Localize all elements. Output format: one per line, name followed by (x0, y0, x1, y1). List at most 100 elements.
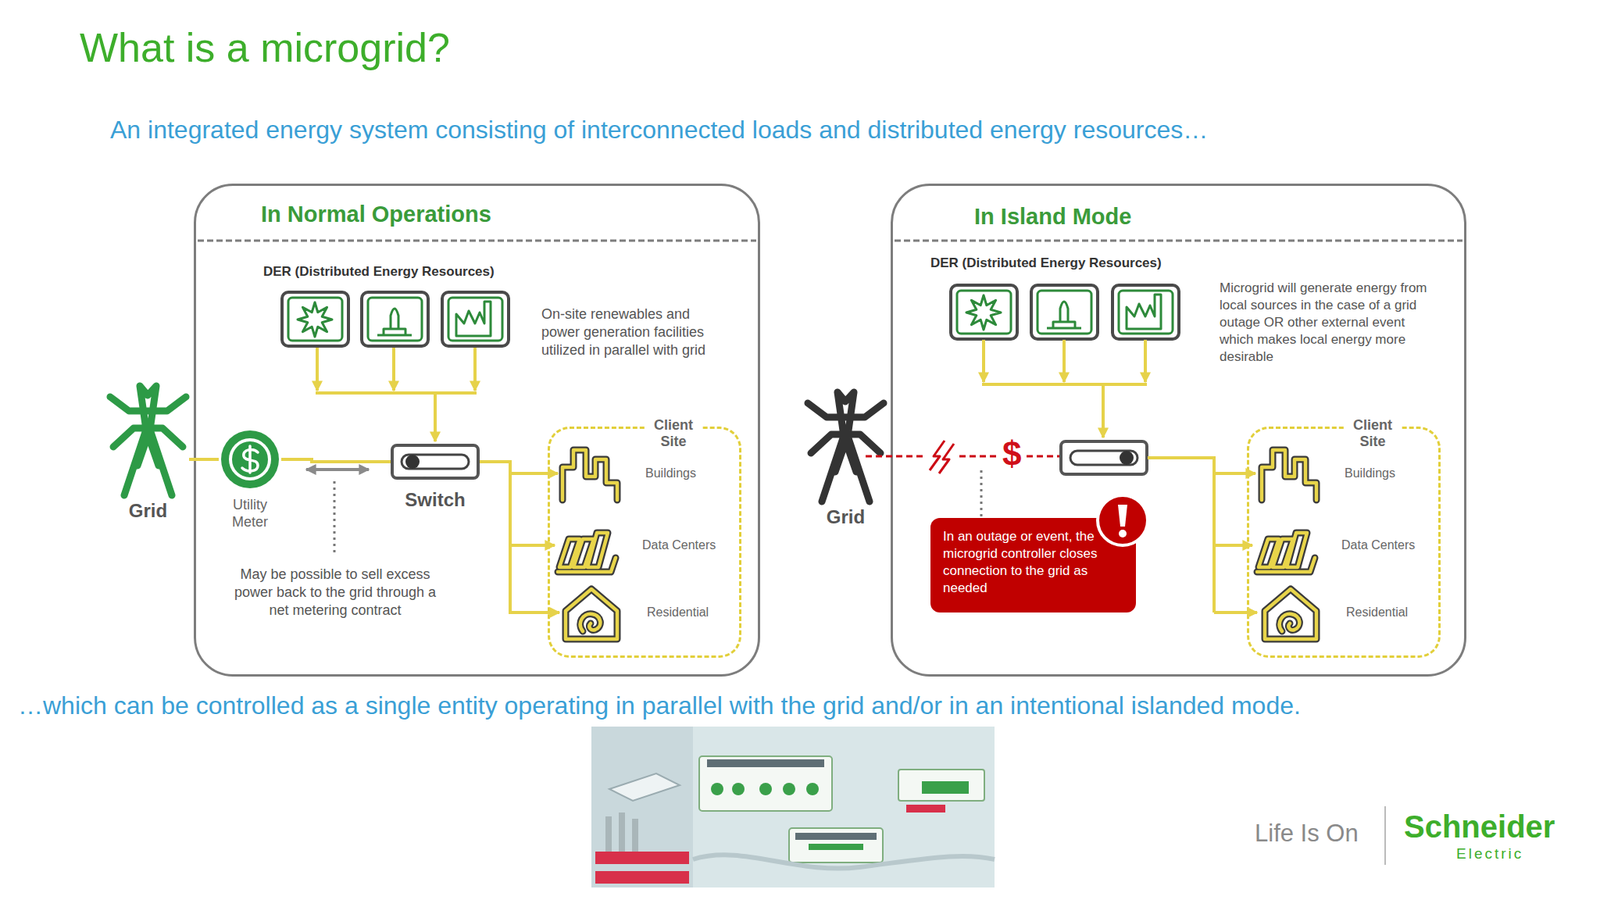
wire (1214, 471, 1256, 475)
meter-node: Utility Meter (218, 428, 282, 527)
illustration-tag (906, 804, 946, 813)
brand-name: Schneider (1403, 809, 1555, 845)
side-note: Microgrid will generate energy from loca… (1219, 279, 1429, 366)
der-frame (361, 292, 429, 347)
illustration-bar (795, 832, 877, 840)
client-site-heading: Client Site (645, 417, 702, 450)
client-site-heading: Client Site (1344, 417, 1401, 450)
header-rule (197, 239, 757, 243)
load-icon (1257, 443, 1322, 504)
microgrid-illustration (591, 726, 995, 888)
badge-circle (1097, 495, 1148, 546)
power-connector (281, 459, 391, 462)
icon-stroke (565, 589, 618, 640)
plant-symbol (1126, 294, 1161, 329)
icon-stroke (1257, 532, 1315, 572)
leader-line (980, 470, 983, 518)
illustration-ship (609, 773, 680, 801)
illustration-dot (710, 782, 724, 796)
grid-node: Grid (107, 379, 190, 529)
illustration-dot (782, 782, 796, 796)
side-note: On-site renewables and power generation … (541, 305, 723, 360)
wire (1214, 543, 1253, 547)
load-icon (1258, 582, 1323, 643)
load-icon (557, 443, 622, 504)
brand-name: Electric (1456, 845, 1524, 863)
power-connector (479, 461, 555, 546)
illustration-dot (759, 782, 772, 796)
illustration-bar (808, 843, 864, 850)
meter-ring (230, 439, 270, 479)
switch-knob (405, 454, 420, 469)
der-frame (282, 292, 349, 347)
generator-symbol (1046, 301, 1082, 329)
outage-line (865, 440, 1060, 518)
panel-heading: In Island Mode (974, 203, 1132, 230)
slide-title: What is a microgrid? (79, 24, 450, 72)
wire (315, 347, 319, 391)
der-icons (282, 285, 1179, 347)
wire (1143, 339, 1147, 383)
load-label: Data Centers (642, 517, 716, 574)
client-site-box: Client SiteBuildingsData CentersResident… (1246, 426, 1441, 658)
wire (473, 347, 477, 391)
icon-stroke (807, 392, 884, 502)
load-label: Data Centers (1341, 517, 1415, 574)
illustration-panel (789, 828, 883, 863)
load-label: Residential (1346, 582, 1408, 643)
illustration-tag (595, 851, 690, 865)
wire (1101, 384, 1105, 438)
icon-stroke (557, 532, 616, 572)
tower-symbol (804, 385, 887, 504)
switch-node: Switch (390, 443, 480, 518)
der-frame (442, 292, 509, 347)
meter-circle (221, 430, 279, 489)
icon-stroke (1261, 450, 1317, 500)
der-heading: DER (Distributed Energy Resources) (930, 255, 1162, 272)
switch-symbol (1060, 441, 1147, 475)
dashed-wire (1026, 455, 1060, 458)
header-rule (894, 239, 1463, 243)
leader-line (333, 481, 336, 557)
load-label: Residential (646, 582, 709, 643)
illustration-tag (595, 871, 690, 884)
grid-label: Grid (107, 500, 190, 522)
icon-stroke (242, 446, 258, 473)
icon-stroke (110, 385, 186, 496)
cost-symbol: $ (1002, 434, 1022, 474)
meter-label: Utility Meter (210, 496, 290, 531)
generator-symbol (377, 308, 412, 336)
switch-slot (401, 454, 469, 469)
solar-symbol (297, 302, 333, 337)
illustration-panel (898, 769, 985, 801)
bottom-statement: …which can be controlled as a single ent… (17, 691, 1301, 721)
load-icon (1253, 515, 1318, 575)
load-node: Residential (1258, 582, 1423, 643)
der-frame (950, 285, 1018, 340)
client-site-box: Client SiteBuildingsData CentersResident… (547, 426, 742, 658)
illustration-stack (632, 818, 639, 856)
illustration-tag (921, 781, 969, 794)
power-connector (189, 457, 219, 461)
power-connector (479, 461, 560, 613)
switch-symbol (390, 443, 480, 480)
illustration-area (591, 726, 693, 888)
wire (1147, 457, 1215, 613)
load-node: Data Centers (1253, 517, 1434, 574)
der-wires (315, 339, 1147, 442)
meter-symbol (218, 428, 282, 492)
illustration-bar (707, 759, 825, 768)
grid-label: Grid (804, 506, 887, 529)
side-note: May be possible to sell excess power bac… (225, 565, 446, 620)
load-node: Buildings (1257, 443, 1422, 504)
illustration-stack (618, 812, 625, 856)
icon-stroke (1264, 589, 1317, 640)
load-node: Buildings (557, 443, 722, 504)
illustration-stack (605, 816, 612, 856)
illustration-dot (732, 782, 745, 796)
switch-label: Switch (390, 489, 480, 511)
icon-stroke (562, 450, 618, 500)
load-icon (554, 515, 619, 575)
illustration-dot (806, 782, 819, 796)
